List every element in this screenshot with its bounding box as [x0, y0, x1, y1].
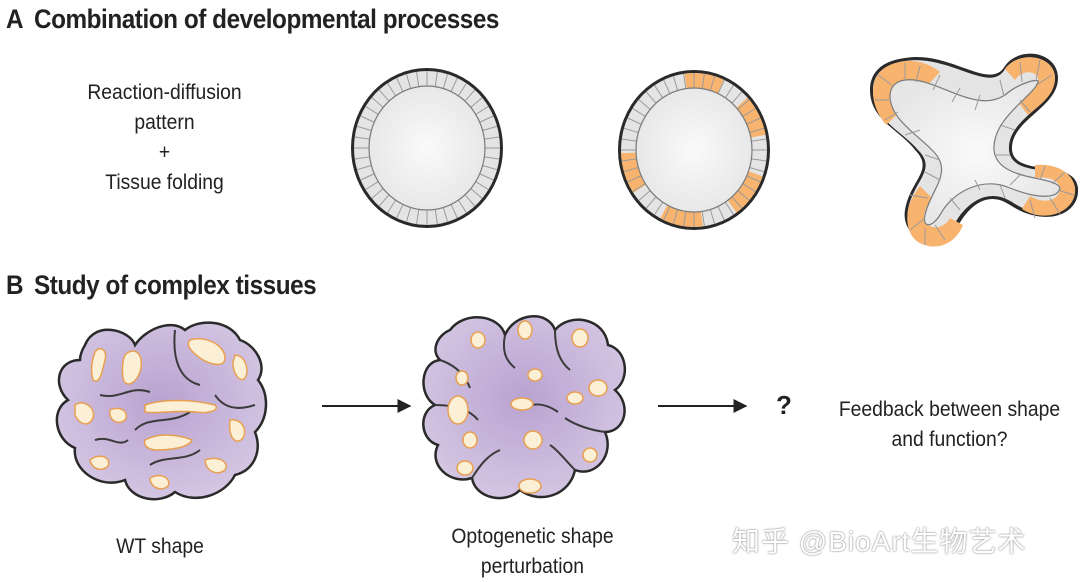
panel-b-title: Study of complex tissues [34, 270, 317, 300]
organoid-folded [870, 53, 1079, 247]
panel-b-letter: B [6, 270, 24, 300]
organoid-plain [351, 68, 503, 228]
optogenetic-label: Optogenetic shape perturbation [429, 522, 636, 582]
panel-a-title: Combination of developmental processes [34, 4, 499, 34]
optogenetic-label-line-2: perturbation [480, 555, 585, 578]
feedback-line-1: Feedback between shape [838, 398, 1061, 421]
feedback-question: Feedback between shape and function? [832, 395, 1067, 455]
watermark: 知乎 @BioArt生物艺术 [732, 526, 1027, 557]
text-line-pattern: pattern [134, 111, 195, 134]
text-line-tissue-folding: Tissue folding [105, 171, 224, 194]
wt-tissue [55, 321, 268, 501]
organoid-patterned [618, 70, 770, 230]
text-line-plus: + [158, 141, 171, 164]
text-line-reaction-diffusion: Reaction-diffusion [87, 81, 242, 104]
optogenetic-tissue [422, 315, 627, 500]
question-mark: ? [776, 390, 792, 420]
wt-shape-label: WT shape [86, 532, 233, 562]
feedback-line-2: and function? [891, 428, 1008, 451]
panel-a-letter: A [6, 4, 24, 34]
panel-a-description: Reaction-diffusion pattern + Tissue fold… [61, 78, 268, 198]
wt-shape-text: WT shape [116, 535, 204, 558]
optogenetic-label-line-1: Optogenetic shape [451, 525, 614, 548]
